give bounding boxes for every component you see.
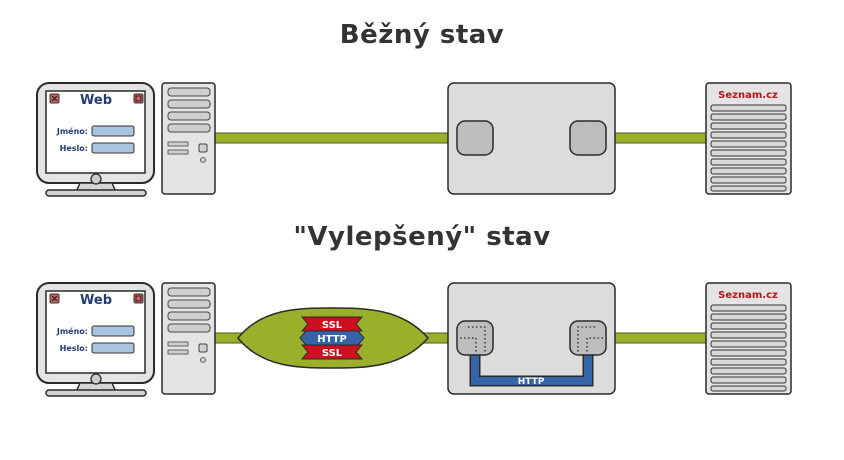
window-title: Web — [80, 293, 112, 308]
proxy-box — [447, 282, 616, 395]
window-title: Web — [80, 93, 112, 108]
server-name: Seznam.cz — [718, 290, 778, 301]
title-normal-state: Běžný stav — [339, 20, 505, 50]
http-label: HTTP — [317, 334, 347, 345]
ssl-band-top — [300, 316, 364, 332]
proxy-port-left — [456, 120, 494, 156]
proxy-box — [447, 82, 616, 195]
proxy-port-right — [569, 320, 607, 356]
username-label: Jméno: — [56, 326, 88, 336]
title-improved-state: "Vylepšený" stav — [293, 222, 551, 252]
internal-http-pipe — [471, 350, 592, 385]
username-label: Jméno: — [56, 126, 88, 136]
ssl-label-bottom: SSL — [322, 348, 343, 359]
server-name: Seznam.cz — [718, 90, 778, 101]
normal-state-row: Web Jméno: Heslo: Seznam.cz — [36, 82, 792, 197]
password-label: Heslo: — [60, 344, 88, 353]
proxy-port-left — [456, 320, 494, 356]
client-computer-icon — [36, 282, 216, 397]
internal-http-label: HTTP — [518, 377, 545, 387]
ssl-band-bottom — [300, 344, 364, 360]
password-label: Heslo: — [60, 144, 88, 153]
client-computer-icon — [36, 82, 216, 197]
proxy-port-right — [569, 120, 607, 156]
improved-state-row: Web Jméno: Heslo: SSL HTTP SSL HTTP Sezn… — [36, 282, 792, 397]
ssl-label-top: SSL — [322, 320, 343, 331]
